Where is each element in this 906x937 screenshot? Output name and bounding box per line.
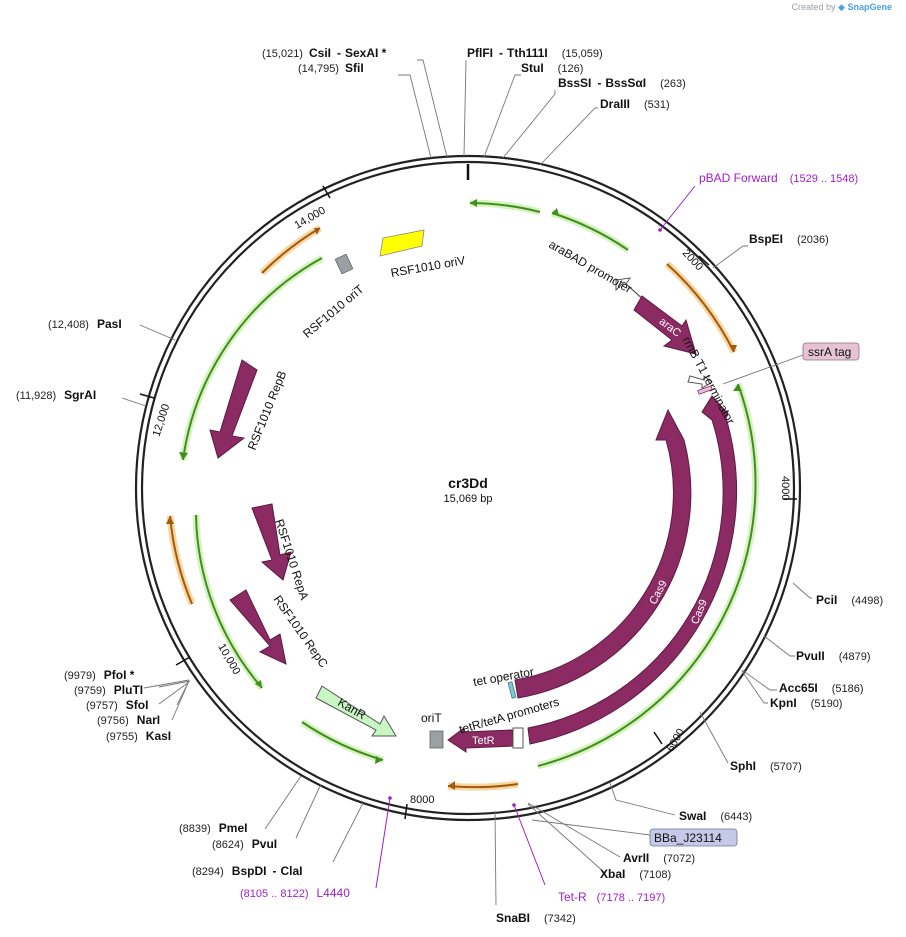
rsf1010-repa-feature[interactable]	[251, 503, 292, 581]
enzyme-pvui[interactable]: (8624)PvuI	[212, 837, 277, 851]
enzyme-sgrai[interactable]: (11,928)SgrAI	[16, 388, 96, 402]
enzyme-sfoi[interactable]: (9757)SfoI	[86, 698, 148, 712]
l4440-primer-mark	[388, 796, 392, 800]
enzyme-csii[interactable]: (15,021)CsiI-SexAI *	[262, 46, 387, 60]
rsf1010-repc-feature[interactable]	[229, 589, 287, 665]
orit-label: oriT	[421, 711, 442, 725]
tick-label-8000: 8000	[410, 794, 434, 806]
tet-operator-feature[interactable]	[507, 681, 517, 699]
tick-label-14000: 14,000	[293, 205, 328, 232]
tetr-label: TetR	[472, 735, 495, 747]
enzyme-pcii[interactable]: PciI(4498)	[816, 593, 883, 607]
position-ticks	[139, 185, 797, 820]
enzyme-swai[interactable]: SwaI(6443)	[679, 809, 752, 823]
arac-feature[interactable]	[633, 295, 697, 355]
enzyme-draiii[interactable]: DraIII(531)	[600, 97, 670, 111]
enzyme-kasi[interactable]: (9755)KasI	[106, 729, 171, 743]
backbone-inner	[140, 160, 796, 816]
orit-feature[interactable]	[429, 730, 444, 749]
ssra-tag-label: ssrA tag	[808, 345, 851, 359]
enzyme-bsssi[interactable]: BssSI-BssSαI(263)	[558, 76, 686, 90]
enzyme-pluti[interactable]: (9759)PluTI	[74, 683, 143, 697]
backbone-outer	[134, 154, 802, 822]
rsf1010-orit-feature[interactable]	[334, 253, 354, 275]
enzyme-bspdi[interactable]: (8294)BspDI-ClaI	[192, 864, 302, 878]
bba-j23114-label: BBa_J23114	[654, 831, 722, 845]
enzyme-pflfi[interactable]: PflFI-Tth111I(15,059)	[467, 46, 603, 60]
tet-r-leader	[513, 804, 546, 886]
ssra-tag-box[interactable]	[802, 342, 860, 361]
tetr-primer-mark	[512, 803, 516, 807]
enzyme-nari[interactable]: (9756)NarI	[97, 713, 160, 727]
enzyme-snabi[interactable]: SnaBI(7342)	[496, 911, 576, 925]
ssra-leader	[722, 354, 804, 385]
rsf1010-oriv-feature[interactable]	[379, 229, 425, 257]
kanr-feature[interactable]	[315, 685, 397, 737]
enzyme-xbai[interactable]: XbaI(7108)	[600, 867, 671, 881]
enzyme-sphi[interactable]: SphI(5707)	[730, 759, 802, 773]
tetr-teta-promoters-feature[interactable]	[512, 727, 524, 749]
created-by-credit: Created by ◆ SnapGene	[792, 2, 893, 13]
cas9-feature-inner[interactable]	[514, 408, 692, 699]
primer-tet-r[interactable]: Tet-R(7178 .. 7197)	[558, 890, 665, 904]
ssra-tag-mark	[697, 385, 713, 395]
credit-prefix: Created by	[791, 2, 836, 12]
tick-label-12000: 12,000	[151, 402, 173, 438]
l4440-leader	[375, 797, 391, 889]
enzyme-pfoi[interactable]: (9979)PfoI *	[64, 668, 135, 682]
orf-arcs	[166, 199, 759, 791]
enzyme-pmei[interactable]: (8839)PmeI	[179, 821, 247, 835]
enzyme-labels: (15,021)CsiI-SexAI * (14,795)SfiI PflFI-…	[16, 46, 883, 925]
enzyme-pvuii[interactable]: PvuII(4879)	[796, 649, 870, 663]
pbad-forward-leader	[659, 185, 696, 231]
bba-leader	[531, 819, 651, 836]
rrnb-terminator-feature[interactable]	[687, 375, 713, 389]
enzyme-acc65i[interactable]: Acc65I(5186)	[779, 681, 864, 695]
bba-j23114-box[interactable]	[649, 828, 738, 847]
enzyme-sfii[interactable]: (14,795)SfiI	[298, 61, 364, 75]
primer-l4440[interactable]: (8105 .. 8122)L4440	[240, 886, 350, 900]
tick-label-4000: 4000	[779, 476, 791, 500]
rsf1010-repb-feature[interactable]	[209, 359, 258, 459]
enzyme-leader-lines	[121, 59, 812, 906]
plasmid-length: 15,069 bp	[444, 493, 493, 505]
cas9-feature-outer[interactable]	[527, 395, 738, 745]
pbad-primer-mark	[658, 228, 662, 232]
enzyme-avrii[interactable]: AvrII(7072)	[623, 851, 695, 865]
snapgene-logo-icon: ◆	[838, 2, 845, 12]
credit-brand: SnapGene	[847, 2, 892, 12]
rsf1010-oriv-label: RSF1010 oriV	[390, 253, 467, 280]
enzyme-kpni[interactable]: KpnI(5190)	[770, 696, 842, 710]
enzyme-bspei[interactable]: BspEI(2036)	[749, 232, 829, 246]
plasmid-name: cr3Dd	[448, 475, 488, 491]
enzyme-stui[interactable]: StuI(126)	[521, 61, 583, 75]
primer-pbad-forward[interactable]: pBAD Forward(1529 .. 1548)	[699, 171, 858, 185]
tetr-feature[interactable]	[447, 727, 515, 753]
orf-arrowheads	[166, 199, 742, 790]
enzyme-pasi[interactable]: (12,408)PasI	[48, 317, 122, 331]
rsf1010-orit-label: RSF1010 oriT	[300, 282, 367, 341]
